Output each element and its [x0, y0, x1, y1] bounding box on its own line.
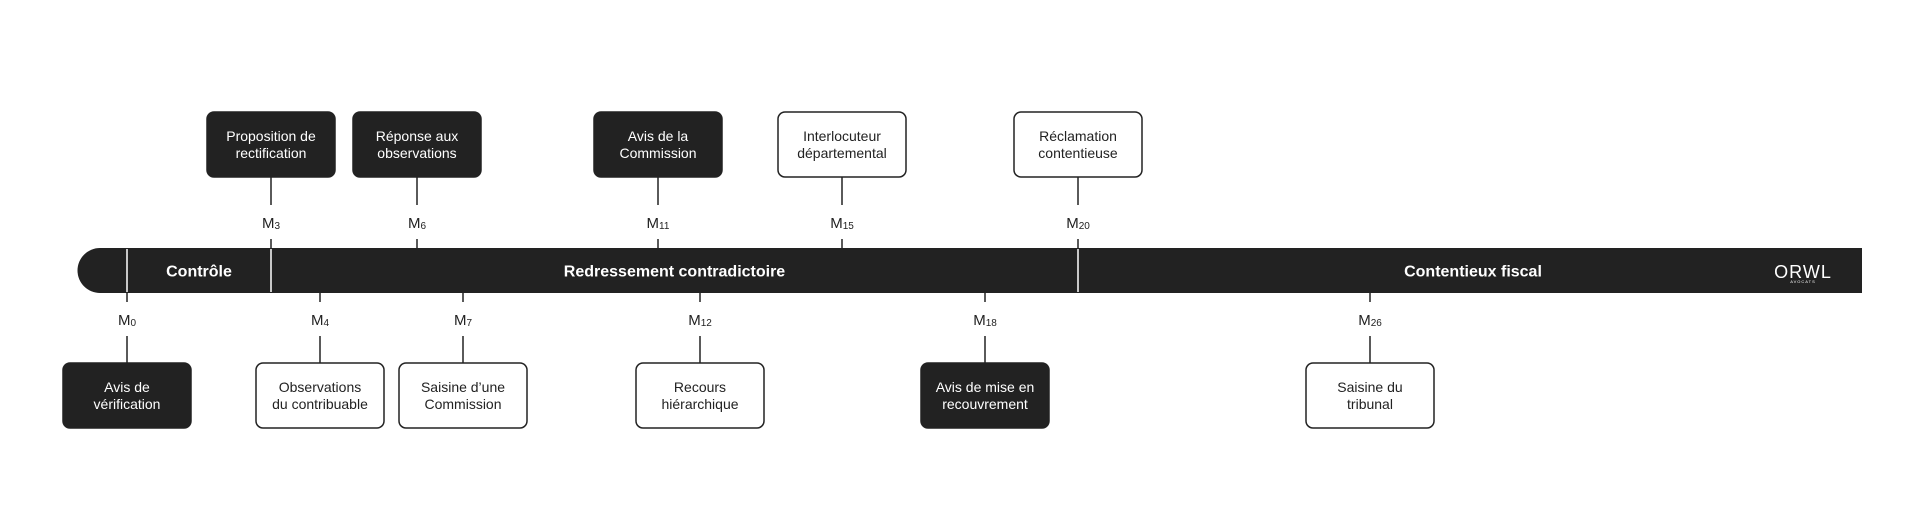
month-label: M4 [311, 312, 330, 329]
month-label: M11 [647, 215, 670, 232]
month-number: 0 [130, 318, 136, 329]
month-number: 18 [986, 318, 998, 329]
month-number: 26 [1371, 318, 1383, 329]
event-label: Proposition de [226, 128, 316, 144]
month-label: M18 [973, 312, 997, 329]
event-box [1305, 362, 1435, 429]
phase-label: Contentieux fiscal [1404, 264, 1542, 281]
event-label: Réclamation [1039, 128, 1117, 144]
event-box [1013, 111, 1143, 178]
month-label: M7 [454, 312, 473, 329]
event-label: rectification [236, 145, 307, 161]
event-label: départemental [797, 145, 887, 161]
event-box [777, 111, 907, 178]
event-box [398, 362, 528, 429]
month-label: M12 [688, 312, 712, 329]
phase-label: Redressement contradictoire [564, 264, 786, 281]
event-label: Avis de mise en [936, 379, 1035, 395]
event-label: Avis de la [628, 128, 689, 144]
month-number: 4 [323, 318, 329, 329]
month-label: M26 [1358, 312, 1382, 329]
event-label: Commission [424, 396, 501, 412]
event-label: contentieuse [1038, 145, 1118, 161]
event-label: Observations [279, 379, 361, 395]
month-label: M6 [408, 215, 427, 232]
logo-subtext: AVOCATS [1790, 279, 1816, 284]
event-box [635, 362, 765, 429]
event-label: recouvrement [942, 396, 1028, 412]
timeline-bar [77, 248, 1863, 293]
phase-labels: Contrôle Redressement contradictoire Conte… [126, 249, 1542, 292]
event-label: Interlocuteur [803, 128, 881, 144]
month-number: 11 [659, 221, 670, 232]
event-box [206, 111, 336, 178]
month-label: M3 [262, 215, 281, 232]
month-label: M15 [830, 215, 854, 232]
month-number: 15 [843, 221, 855, 232]
event-box [593, 111, 723, 178]
event-label: Saisine d’une [421, 379, 505, 395]
event-box [920, 362, 1050, 429]
event-label: hiérarchique [661, 396, 738, 412]
event-box [62, 362, 192, 429]
event-label: Avis de [104, 379, 150, 395]
timeline-bar-shape [77, 248, 1863, 293]
event-label: Saisine du [1337, 379, 1402, 395]
event-box [352, 111, 482, 178]
logo-text: ORWL [1774, 262, 1832, 282]
event-label: Commission [619, 145, 696, 161]
month-number: 7 [466, 318, 472, 329]
month-number: 20 [1079, 221, 1091, 232]
event-box [255, 362, 385, 429]
month-label: M20 [1066, 215, 1090, 232]
phase-label: Contrôle [166, 264, 232, 281]
month-number: 3 [274, 221, 280, 232]
event-label: Recours [674, 379, 726, 395]
event-label: vérification [94, 396, 161, 412]
event-label: Réponse aux [376, 128, 459, 144]
event-label: du contribuable [272, 396, 368, 412]
month-number: 12 [701, 318, 713, 329]
event-label: tribunal [1347, 396, 1393, 412]
orwl-logo: ORWL AVOCATS [1774, 262, 1832, 284]
month-label: M0 [118, 312, 137, 329]
month-number: 6 [420, 221, 426, 232]
event-label: observations [377, 145, 456, 161]
